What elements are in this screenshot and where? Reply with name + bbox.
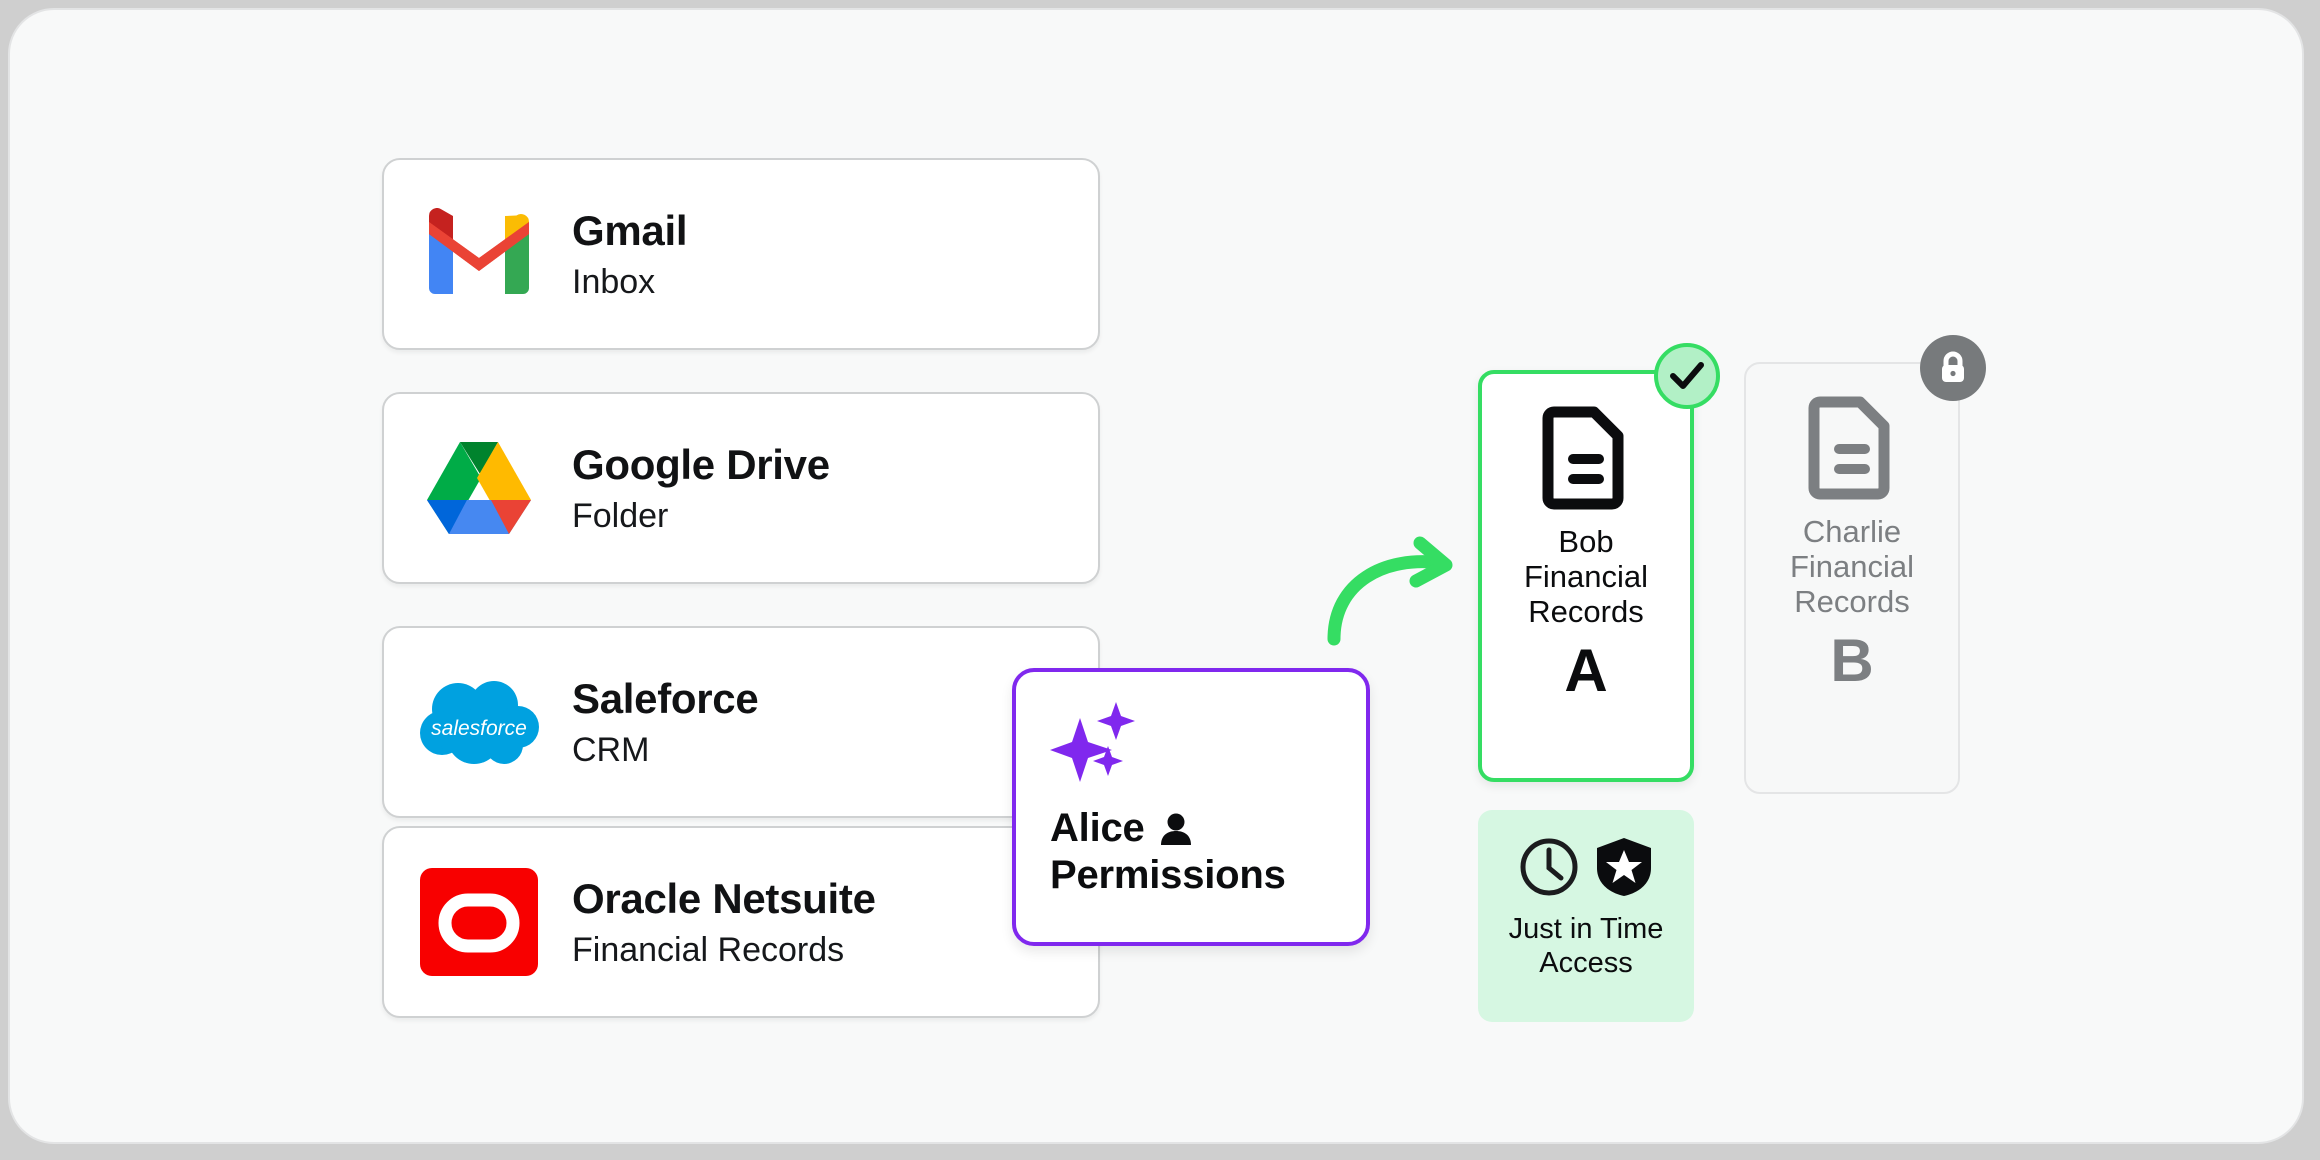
status-badge-locked[interactable]	[1920, 335, 1986, 401]
alice-permissions-card[interactable]: Alice Permissions	[1012, 668, 1370, 946]
salesforce-wordmark: salesforce	[431, 717, 527, 740]
app-card-oracle-netsuite[interactable]: Oracle Netsuite Financial Records	[382, 826, 1100, 1018]
app-name: Saleforce	[572, 674, 759, 722]
document-icon	[1542, 406, 1624, 510]
app-subtitle: Folder	[572, 496, 669, 535]
diagram-canvas: Gmail Inbox Google Drive Folder	[8, 8, 2304, 1144]
app-name: Oracle Netsuite	[572, 874, 876, 922]
shield-star-icon	[1597, 838, 1651, 896]
gmail-logo	[416, 191, 542, 317]
app-card-gmail[interactable]: Gmail Inbox	[382, 158, 1100, 350]
jit-icon-row	[1518, 836, 1654, 898]
alice-name-row: Alice	[1050, 806, 1332, 851]
just-in-time-access-badge[interactable]: Just in Time Access	[1478, 810, 1694, 1022]
sparkles-icon	[1050, 698, 1146, 784]
app-card-text: Google Drive Folder	[572, 441, 830, 535]
google-drive-logo	[416, 425, 542, 551]
curved-arrow-icon	[1327, 536, 1453, 646]
alice-name: Alice	[1050, 806, 1145, 850]
app-name: Gmail	[572, 206, 688, 254]
app-card-salesforce[interactable]: salesforce Saleforce CRM	[382, 626, 1100, 818]
person-icon	[1160, 813, 1191, 845]
document-icon	[1808, 396, 1890, 500]
alice-text-block: Alice Permissions	[1050, 806, 1332, 898]
app-subtitle: Financial Records	[572, 930, 845, 969]
app-name: Google Drive	[572, 440, 830, 488]
jit-line-1: Just in Time	[1508, 913, 1664, 945]
status-badge-granted[interactable]	[1654, 343, 1720, 409]
jit-label: Just in Time Access	[1509, 912, 1664, 980]
jit-line-2: Access	[1539, 947, 1633, 980]
clock-icon	[1520, 838, 1578, 896]
salesforce-logo: salesforce	[416, 659, 542, 785]
app-card-google-drive[interactable]: Google Drive Folder	[382, 392, 1100, 584]
document-letter: B	[1830, 627, 1874, 695]
app-card-text: Oracle Netsuite Financial Records	[572, 875, 876, 969]
app-card-text: Saleforce CRM	[572, 674, 759, 769]
app-subtitle: Inbox	[572, 262, 656, 301]
check-icon	[1670, 362, 1704, 389]
app-subtitle: CRM	[572, 730, 650, 769]
lock-icon	[1942, 351, 1964, 382]
document-letter: A	[1564, 637, 1608, 705]
app-card-text: Gmail Inbox	[572, 206, 688, 301]
oracle-netsuite-logo	[416, 859, 542, 985]
alice-permissions-label: Permissions	[1050, 853, 1286, 897]
